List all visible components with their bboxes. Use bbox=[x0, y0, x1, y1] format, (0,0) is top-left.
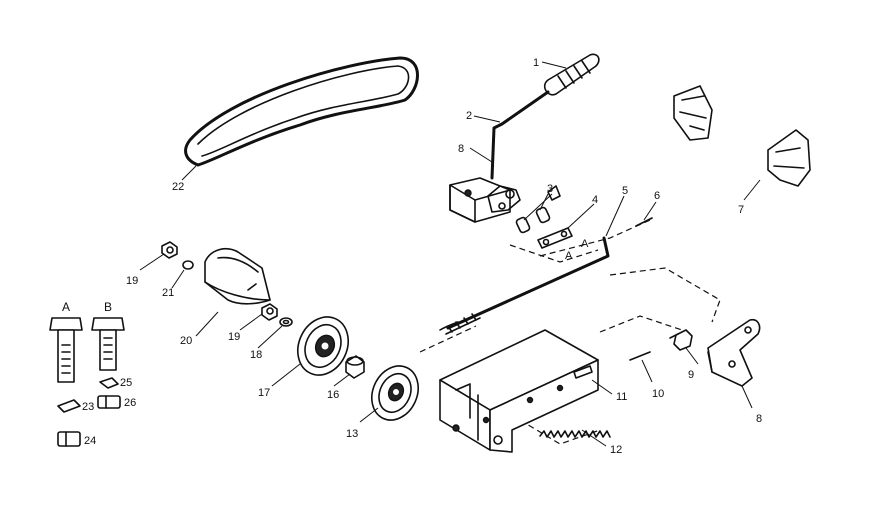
label-8-upper: 8 bbox=[458, 143, 464, 155]
label-18: 18 bbox=[250, 349, 262, 361]
label-a-2: A bbox=[565, 250, 573, 262]
label-11: 11 bbox=[616, 391, 627, 403]
label-19-lower: 19 bbox=[228, 331, 240, 343]
label-22: 22 bbox=[172, 181, 184, 193]
mounting-brackets bbox=[673, 85, 811, 187]
label-2: 2 bbox=[466, 110, 472, 122]
leader-lines bbox=[139, 61, 761, 447]
label-16: 16 bbox=[327, 389, 339, 401]
washer bbox=[279, 317, 293, 327]
v-belt bbox=[184, 56, 419, 167]
label-6: 6 bbox=[654, 190, 660, 202]
label-5: 5 bbox=[622, 185, 628, 197]
hardware-23 bbox=[57, 399, 81, 413]
label-a-1: A bbox=[581, 238, 589, 250]
bolt-a bbox=[49, 317, 83, 383]
hardware-25 bbox=[99, 377, 119, 389]
hardware-26 bbox=[97, 395, 121, 409]
control-rod bbox=[439, 236, 610, 335]
main-frame bbox=[439, 329, 599, 453]
label-4: 4 bbox=[592, 194, 598, 206]
label-23: 23 bbox=[82, 401, 94, 413]
label-8-lower: 8 bbox=[756, 413, 762, 425]
bolt-9 bbox=[669, 329, 693, 351]
label-bolt-a: A bbox=[62, 300, 70, 314]
grip-handle bbox=[543, 53, 600, 96]
label-25: 25 bbox=[120, 377, 132, 389]
label-10: 10 bbox=[652, 388, 664, 400]
label-26: 26 bbox=[124, 397, 136, 409]
label-7: 7 bbox=[738, 204, 744, 216]
label-24: 24 bbox=[84, 435, 96, 447]
label-bolt-b: B bbox=[104, 300, 112, 314]
label-17: 17 bbox=[258, 387, 270, 399]
lock-washer bbox=[182, 260, 194, 270]
spring bbox=[539, 430, 611, 438]
pulley-small bbox=[371, 365, 419, 421]
label-13: 13 bbox=[346, 428, 358, 440]
label-12: 12 bbox=[610, 444, 622, 456]
label-20: 20 bbox=[180, 335, 192, 347]
label-19-upper: 19 bbox=[126, 275, 138, 287]
part-labels: 1 2 8 3 4 5 6 7 A A 9 10 11 12 8 13 16 1… bbox=[62, 57, 762, 456]
label-9: 9 bbox=[688, 369, 694, 381]
cotter-pin bbox=[629, 351, 651, 361]
link-plate bbox=[537, 227, 573, 249]
label-21: 21 bbox=[162, 287, 174, 299]
nut-lower bbox=[261, 303, 278, 321]
label-1: 1 bbox=[533, 57, 539, 69]
spacer bbox=[345, 355, 365, 379]
label-3: 3 bbox=[547, 183, 553, 195]
lever-rod bbox=[490, 90, 550, 180]
hardware-24 bbox=[57, 431, 81, 447]
pins bbox=[515, 185, 561, 234]
lever-bracket bbox=[449, 177, 521, 223]
pulley-large bbox=[297, 316, 349, 376]
right-bracket bbox=[707, 318, 761, 387]
belt-guard bbox=[204, 248, 271, 305]
bolt-b bbox=[91, 317, 125, 371]
nut-upper bbox=[161, 241, 178, 259]
small-pin bbox=[635, 217, 653, 227]
